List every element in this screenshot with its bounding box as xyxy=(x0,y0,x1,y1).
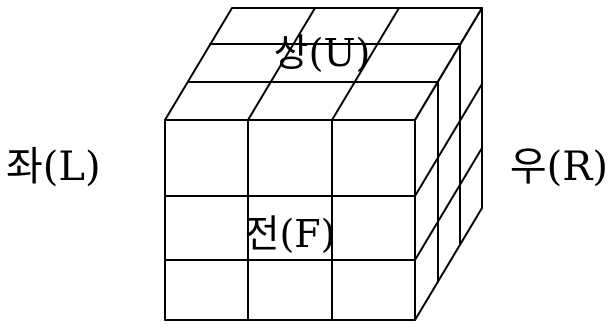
right-face-grid-line xyxy=(414,147,483,261)
right-face-grid-line xyxy=(414,83,483,197)
left-side-label: 좌(L) xyxy=(6,144,101,190)
right-face xyxy=(414,7,483,321)
front-face-label: 전(F) xyxy=(245,212,336,256)
right-side-label: 우(R) xyxy=(510,144,608,190)
top-face-grid-line xyxy=(247,7,316,121)
top-face-label: 상(U) xyxy=(274,31,371,75)
top-face-grid-line xyxy=(331,7,400,121)
